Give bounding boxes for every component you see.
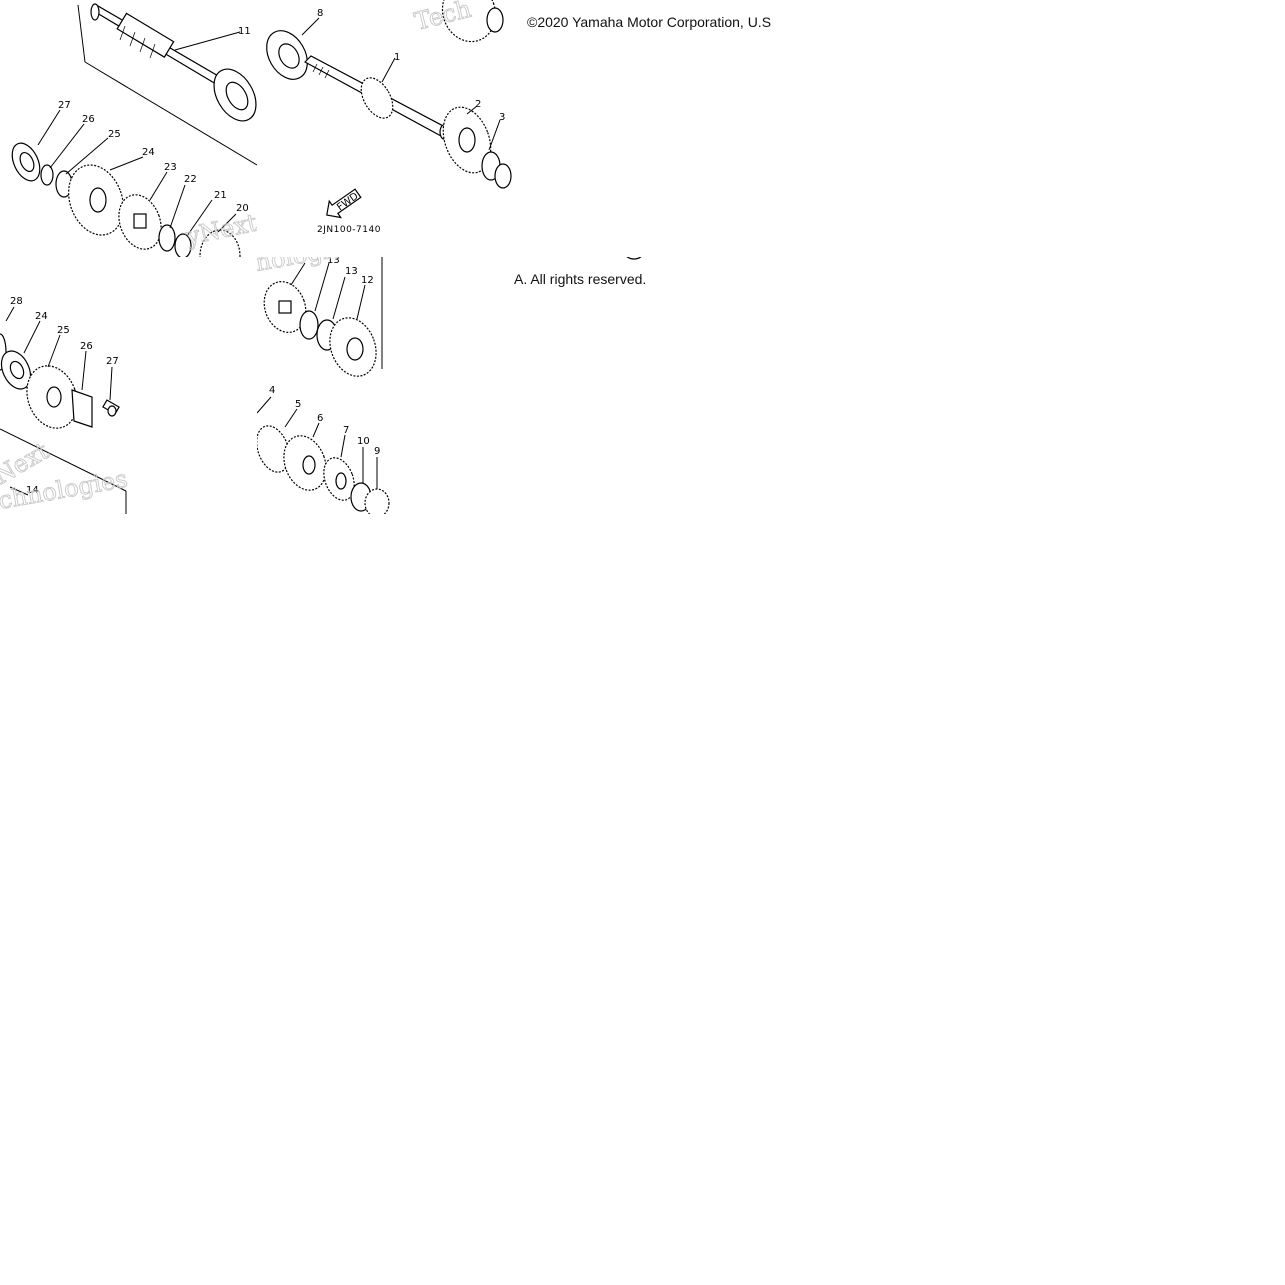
drawing-code: 2JN100-7140 bbox=[317, 225, 381, 235]
callout-label: 1 bbox=[394, 52, 400, 63]
bearing-part bbox=[11, 142, 41, 182]
gear-part bbox=[441, 0, 504, 43]
callout-label: 11 bbox=[238, 26, 251, 37]
callout-label: 13 bbox=[327, 257, 340, 266]
callout-label: 26 bbox=[80, 341, 93, 352]
callout-label: 13 bbox=[345, 266, 358, 277]
callout-label: 28 bbox=[10, 296, 23, 307]
copyright-notice: ©2020 Yamaha Motor Corporation, U.S.A bbox=[527, 14, 771, 30]
gear-part bbox=[323, 457, 355, 501]
callout-label: 22 bbox=[184, 174, 197, 185]
callout-label: 23 bbox=[164, 162, 177, 173]
callout-label: 27 bbox=[58, 100, 71, 111]
circlip-part bbox=[158, 224, 176, 252]
callout-label: 25 bbox=[57, 325, 70, 336]
callout-label: 27 bbox=[106, 356, 119, 367]
callout-label: 4 bbox=[269, 385, 275, 396]
drive-axle-drawing: 8 1 2 3 FWD 2JN100-7140 Tech bbox=[266, 0, 512, 235]
diagram-tile-sprocket: 28 24 25 26 27 14 Next chnologies bbox=[0, 257, 257, 514]
gear-part bbox=[263, 281, 307, 333]
main-axle-drawing: 11 27 26 25 24 23 22 21 20 yNext Te bbox=[11, 3, 257, 257]
cropped-part-icon bbox=[626, 257, 642, 260]
callout-label: 10 bbox=[357, 436, 370, 447]
callout-label: 8 bbox=[317, 8, 323, 19]
gear-part bbox=[283, 435, 327, 491]
diagram-tile-drive-axle: 8 1 2 3 FWD 2JN100-7140 Tech bbox=[257, 0, 514, 257]
callout-label: 2 bbox=[475, 99, 481, 110]
gear-part bbox=[329, 317, 377, 377]
lock-washer-part bbox=[71, 389, 93, 428]
main-axle-shaft bbox=[90, 3, 234, 98]
callout-label: 5 bbox=[295, 399, 301, 410]
callout-label: 7 bbox=[343, 425, 349, 436]
rights-notice: A. All rights reserved. bbox=[514, 271, 647, 287]
callout-label: 24 bbox=[35, 311, 48, 322]
bearing-part bbox=[213, 68, 257, 122]
gear-part bbox=[442, 106, 492, 174]
callout-label: 26 bbox=[82, 114, 95, 125]
fwd-arrow-icon: FWD bbox=[326, 188, 362, 219]
callout-label: 9 bbox=[374, 446, 380, 457]
gear-part bbox=[199, 229, 241, 257]
copyright-tile-top: ©2020 Yamaha Motor Corporation, U.S.A bbox=[514, 0, 771, 257]
callout-label: 25 bbox=[108, 129, 121, 140]
watermark-text: nologies bbox=[257, 257, 358, 277]
washer-part bbox=[494, 163, 512, 189]
callout-label: 12 bbox=[361, 275, 374, 286]
bolt-part bbox=[102, 399, 120, 417]
housing-edge-line bbox=[77, 4, 86, 63]
oil-seal-part bbox=[0, 350, 32, 390]
callout-label: 3 bbox=[499, 112, 505, 123]
drive-sprocket-part bbox=[26, 365, 78, 429]
copyright-tile-bottom: A. All rights reserved. bbox=[514, 257, 771, 514]
gear-stack-drawing: 13 13 12 4 5 6 7 10 9 nologies bbox=[257, 257, 390, 514]
callout-label: 21 bbox=[214, 190, 227, 201]
gear-part bbox=[118, 194, 162, 250]
washer-part bbox=[40, 164, 54, 186]
washer-part bbox=[174, 233, 192, 257]
housing-edge-line bbox=[0, 428, 127, 492]
housing-edge-line bbox=[84, 61, 257, 166]
callout-label: 14 bbox=[26, 485, 39, 496]
circlip-part bbox=[299, 310, 319, 340]
gear-part bbox=[68, 164, 124, 236]
callout-label: 24 bbox=[142, 147, 155, 158]
diagram-tile-gear-stack: 13 13 12 4 5 6 7 10 9 nologies bbox=[257, 257, 514, 514]
bearing-part bbox=[266, 30, 308, 80]
callout-label: 6 bbox=[317, 413, 323, 424]
diagram-tile-main-axle: 11 27 26 25 24 23 22 21 20 yNext Te bbox=[0, 0, 257, 257]
drive-axle-shaft bbox=[304, 55, 449, 140]
callout-label: 20 bbox=[236, 203, 249, 214]
sprocket-drawing: 28 24 25 26 27 14 Next chnologies bbox=[0, 296, 130, 514]
